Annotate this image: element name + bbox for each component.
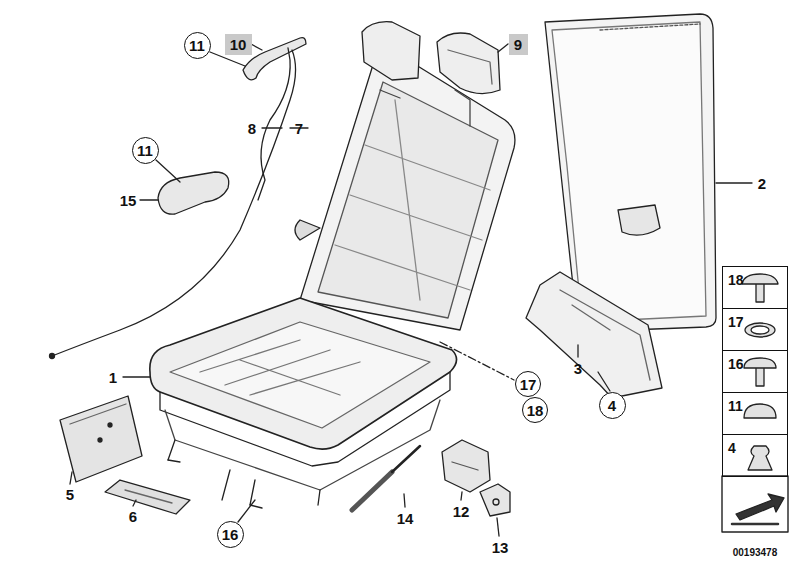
callout-number: 18 xyxy=(527,403,544,418)
part-legend-cell: 18 xyxy=(722,266,788,309)
callout-circle: 16 xyxy=(217,521,244,548)
callout-number: 17 xyxy=(728,315,744,329)
drawing-number: 00193478 xyxy=(733,548,778,558)
callout-number: 9 xyxy=(514,37,522,52)
callout-number: 17 xyxy=(520,377,537,392)
callout-number: 16 xyxy=(222,527,239,542)
callout-number: 4 xyxy=(728,441,736,455)
callout-circle: 11 xyxy=(184,32,211,59)
callout-number: 5 xyxy=(66,487,74,502)
callout-number: 1 xyxy=(109,370,117,385)
callout-number: 13 xyxy=(492,540,509,555)
callout-number: 7 xyxy=(295,121,303,136)
callout-number: 18 xyxy=(728,273,744,287)
callout-number: 12 xyxy=(453,504,470,519)
callout-circle: 4 xyxy=(599,392,626,419)
callout-number: 11 xyxy=(137,143,153,158)
callout-number: 15 xyxy=(120,193,137,208)
callout-number: 14 xyxy=(397,511,414,526)
callout-circle: 11 xyxy=(132,137,159,164)
part-legend-cell: 16 xyxy=(722,350,788,393)
callout-circle: 18 xyxy=(522,397,548,423)
callout-number: 10 xyxy=(230,37,247,52)
part-legend-cell: 11 xyxy=(722,392,788,435)
callout-number: 16 xyxy=(728,357,744,371)
callout-highlight: 9 xyxy=(509,34,528,55)
callout-number: 4 xyxy=(608,398,616,413)
part-legend-cell: 17 xyxy=(722,308,788,351)
callout-number: 3 xyxy=(574,361,582,376)
callout-circle: 17 xyxy=(515,371,541,397)
callout-number: 6 xyxy=(129,509,137,524)
part-legend-cell: 4 xyxy=(722,434,788,477)
callout-number: 11 xyxy=(728,399,743,413)
callout-number: 8 xyxy=(248,121,256,136)
callout-number: 2 xyxy=(758,176,766,191)
callout-number: 11 xyxy=(189,38,205,53)
callout-highlight: 10 xyxy=(225,34,252,55)
